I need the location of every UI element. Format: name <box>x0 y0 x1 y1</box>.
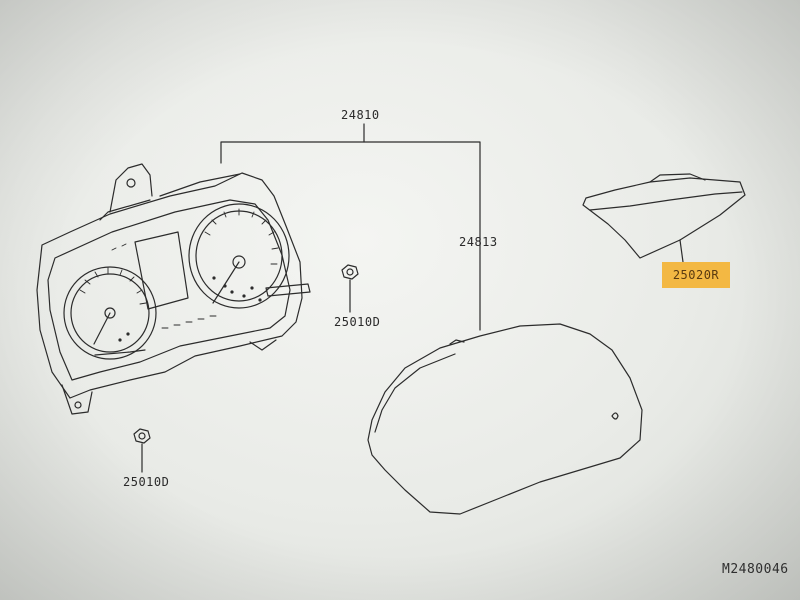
gauge-ticks <box>79 208 279 329</box>
screw-right <box>341 264 359 313</box>
callout-25020r-highlighted[interactable]: 25020R <box>662 262 730 288</box>
meter-lens <box>367 323 643 515</box>
assembly-leader-lines <box>220 123 481 331</box>
callout-25010d-left: 25010D <box>123 475 170 489</box>
screw-left <box>133 428 151 473</box>
callout-24810: 24810 <box>341 108 380 122</box>
diagram-id: M2480046 <box>722 562 789 577</box>
combination-meter-assembly <box>36 163 311 415</box>
indicator-dots <box>118 276 262 342</box>
callout-25010d-right: 25010D <box>334 315 381 329</box>
callout-24813: 24813 <box>459 235 498 249</box>
part-25020r <box>582 173 746 263</box>
